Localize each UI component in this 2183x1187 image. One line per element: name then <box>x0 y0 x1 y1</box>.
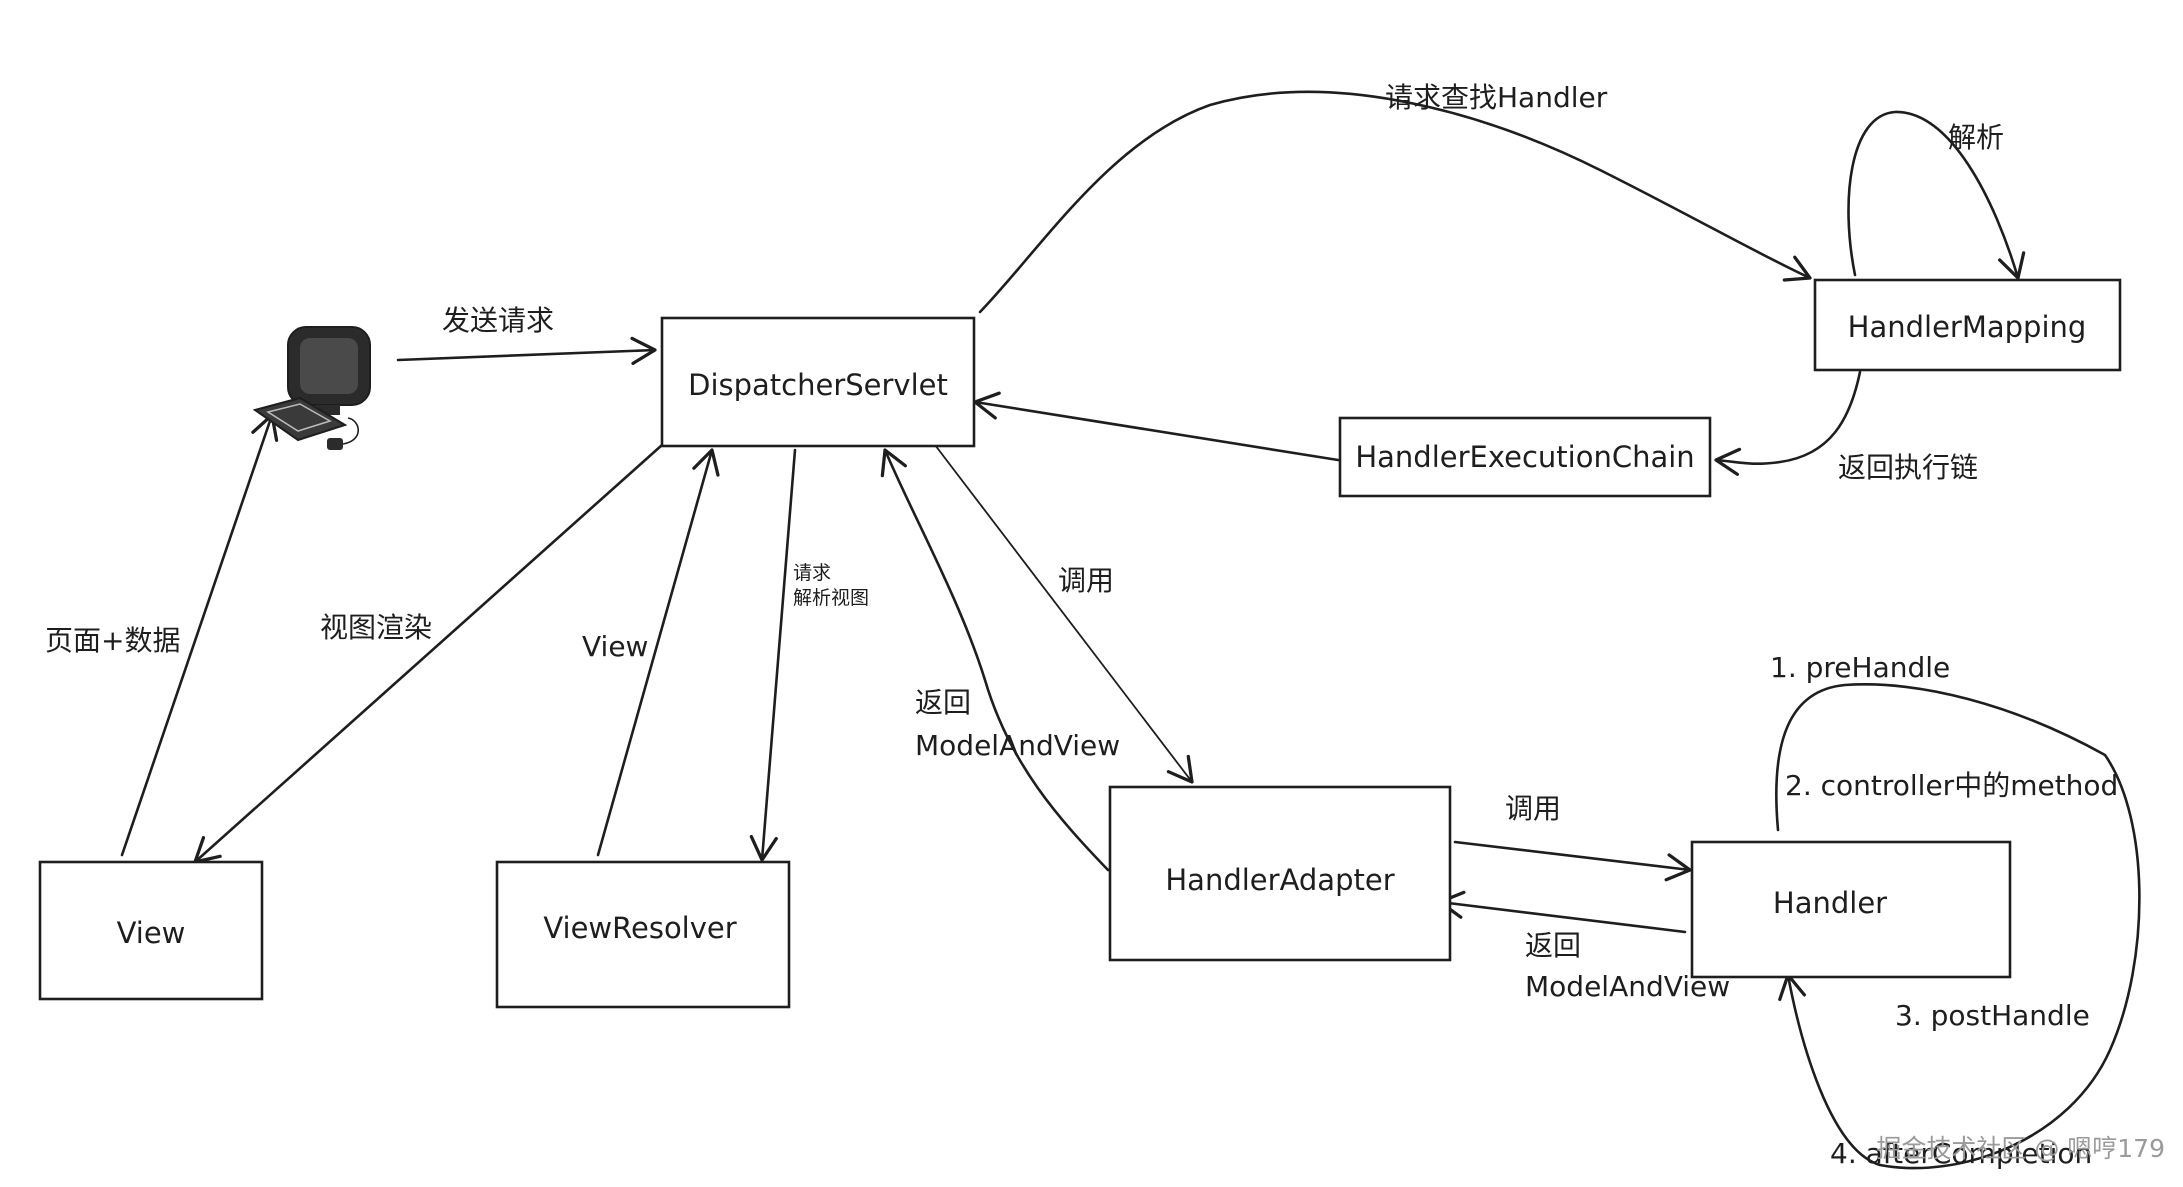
label-handler-return-2: ModelAndView <box>1525 970 1730 1003</box>
node-view: View <box>38 860 264 1001</box>
label-return-mav-1: 返回 <box>915 686 971 719</box>
node-dispatcher-servlet: DispatcherServlet <box>660 316 976 448</box>
handler-label: Handler <box>1773 886 1887 920</box>
label-parse: 解析 <box>1948 121 2004 154</box>
label-view-from-resolver: View <box>582 630 648 663</box>
edge-return-chain <box>1714 370 1862 476</box>
view-label: View <box>117 916 186 950</box>
edge-chain-to-dispatcher <box>973 391 1340 462</box>
dispatcher-servlet-label: DispatcherServlet <box>688 368 948 402</box>
edge-send-request <box>396 336 657 365</box>
label-invoke-adapter: 调用 <box>1058 564 1114 597</box>
edge-find-handler <box>978 90 1812 314</box>
handler-adapter-label: HandlerAdapter <box>1165 863 1394 897</box>
edge-handler-return <box>1438 890 1687 934</box>
label-handler-return-1: 返回 <box>1525 929 1581 962</box>
handler-mapping-label: HandlerMapping <box>1848 310 2087 344</box>
node-handler-execution-chain: HandlerExecutionChain <box>1338 416 1712 498</box>
label-invoke-handler: 调用 <box>1505 792 1561 825</box>
edge-resolve-view <box>749 448 797 862</box>
label-send-request: 发送请求 <box>442 304 554 337</box>
edge-handler-steps-loop <box>1775 683 2141 1170</box>
node-handler-mapping: HandlerMapping <box>1813 278 2122 372</box>
node-handler-adapter: HandlerAdapter <box>1108 785 1452 962</box>
handler-execution-chain-label: HandlerExecutionChain <box>1355 440 1694 474</box>
edge-render-view <box>193 443 664 864</box>
handler-step-4: 4. afterCompletion <box>1830 1137 2092 1170</box>
label-render-view: 视图渲染 <box>320 611 432 644</box>
computer-icon <box>252 326 371 450</box>
node-view-resolver: ViewResolver <box>495 860 791 1009</box>
label-return-chain: 返回执行链 <box>1838 451 1978 484</box>
handler-step-2: 2. controller中的method <box>1785 769 2118 802</box>
label-find-handler: 请求查找Handler <box>1385 81 1608 114</box>
label-resolve-1: 请求 <box>793 562 831 584</box>
edge-invoke-handler <box>1453 840 1692 882</box>
edge-view-from-resolver <box>596 448 720 857</box>
label-return-mav-2: ModelAndView <box>915 729 1120 762</box>
node-handler: Handler <box>1690 840 2012 979</box>
edge-invoke-adapter <box>934 444 1194 784</box>
watermark: 掘金技术社区 @ 嗯哼179 <box>1876 1134 2165 1163</box>
handler-step-3: 3. postHandle <box>1895 999 2090 1032</box>
edge-parse-loop <box>1847 110 2026 280</box>
label-resolve-2: 解析视图 <box>793 587 869 609</box>
view-resolver-label: ViewResolver <box>543 911 736 945</box>
edge-return-modelandview <box>880 448 1110 872</box>
edge-page-data <box>120 413 279 857</box>
handler-step-1: 1. preHandle <box>1770 651 1950 684</box>
label-page-data: 页面+数据 <box>45 624 180 657</box>
